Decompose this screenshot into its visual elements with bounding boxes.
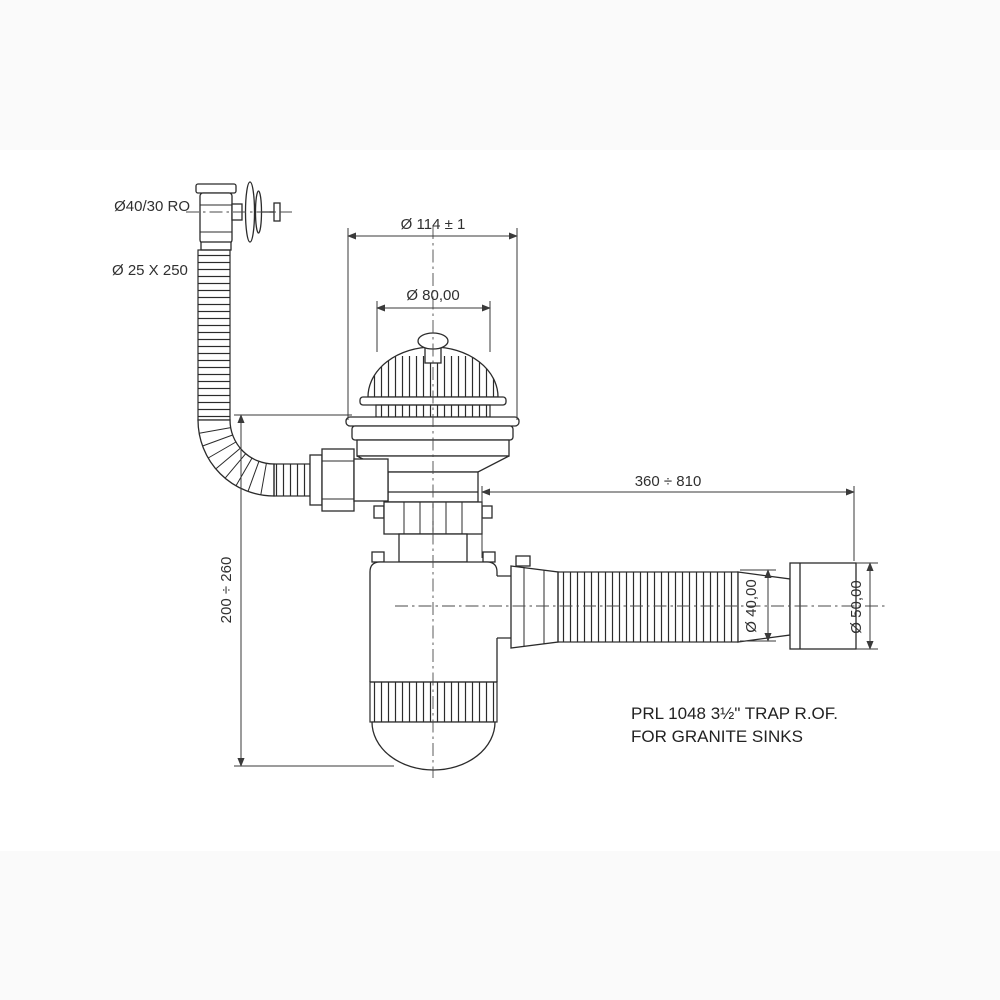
dim-strainer-outer: Ø 114 ± 1 [347, 216, 518, 420]
dim-vertical-height: 200 ÷ 260 [218, 414, 394, 767]
dim-ext-lines [234, 414, 394, 767]
locknut-wing-left [373, 505, 385, 519]
product-label-line1: PRL 1048 3½" TRAP R.OF. [631, 704, 838, 723]
hose-horizontal-corrugation [273, 463, 311, 497]
flange-band [351, 425, 514, 441]
overflow-body-lines [200, 204, 232, 233]
product-label: PRL 1048 3½" TRAP R.OF. FOR GRANITE SINK… [631, 704, 838, 746]
hose-inlet-nut-lines [322, 460, 354, 500]
outlet-nut-tab [515, 555, 531, 567]
trap-lug-right [482, 551, 496, 563]
dim-label-outlet-pipe: Ø 40,00 [743, 579, 760, 632]
trap-outlet-port [497, 575, 511, 639]
overflow-fitting [195, 181, 281, 244]
dim-label-strainer-inner: Ø 80,00 [406, 287, 459, 304]
centerlines [186, 211, 886, 778]
dim-label-end-sleeve: Ø 50,00 [848, 580, 865, 633]
hose-inlet-neck [353, 458, 389, 502]
bottle-trap [369, 551, 511, 771]
bottom-margin-band [0, 851, 1000, 1000]
dim-label-horizontal-reach: 360 ÷ 810 [635, 473, 702, 490]
product-label-line2: FOR GRANITE SINKS [631, 727, 803, 746]
overflow-hose-label: Ø 25 X 250 [112, 262, 188, 279]
dim-label-vertical-height: 200 ÷ 260 [218, 557, 235, 624]
overflow-hose [197, 241, 389, 512]
hose-inlet-flange [309, 454, 323, 506]
hose-top-connector [200, 241, 232, 251]
dim-label-strainer-outer: Ø 114 ± 1 [401, 216, 466, 233]
overflow-rosette-label: Ø40/30 RO [114, 198, 190, 215]
dim-outlet-pipe: Ø 40,00 [740, 569, 776, 642]
top-margin-band [0, 0, 1000, 150]
dim-ext-lines [347, 228, 518, 420]
overflow-body [199, 192, 233, 244]
hose-vertical-corrugation [197, 249, 231, 421]
outlet-nut-ridges [523, 568, 545, 646]
dim-ext-lines [481, 486, 855, 561]
dim-end-sleeve: Ø 50,00 [848, 562, 878, 650]
flexible-outlet-pipe [557, 571, 791, 643]
dim-horizontal-reach: 360 ÷ 810 [481, 473, 855, 561]
flexible-pipe-corrugation [557, 571, 739, 643]
trap-lug-left [371, 551, 385, 563]
drawing-area [0, 150, 1000, 851]
outlet-nut-body [510, 565, 559, 649]
strainer-assembly [345, 332, 520, 563]
sink-flange [345, 416, 520, 427]
trap-bottom-cup [371, 721, 496, 771]
outlet-nut [510, 555, 559, 649]
locknut-wing-right [481, 505, 493, 519]
hose-inlet-nut [321, 448, 355, 512]
trap-ribbed-band [369, 681, 498, 723]
overflow-cap [195, 183, 237, 194]
dim-strainer-inner: Ø 80,00 [376, 287, 491, 352]
